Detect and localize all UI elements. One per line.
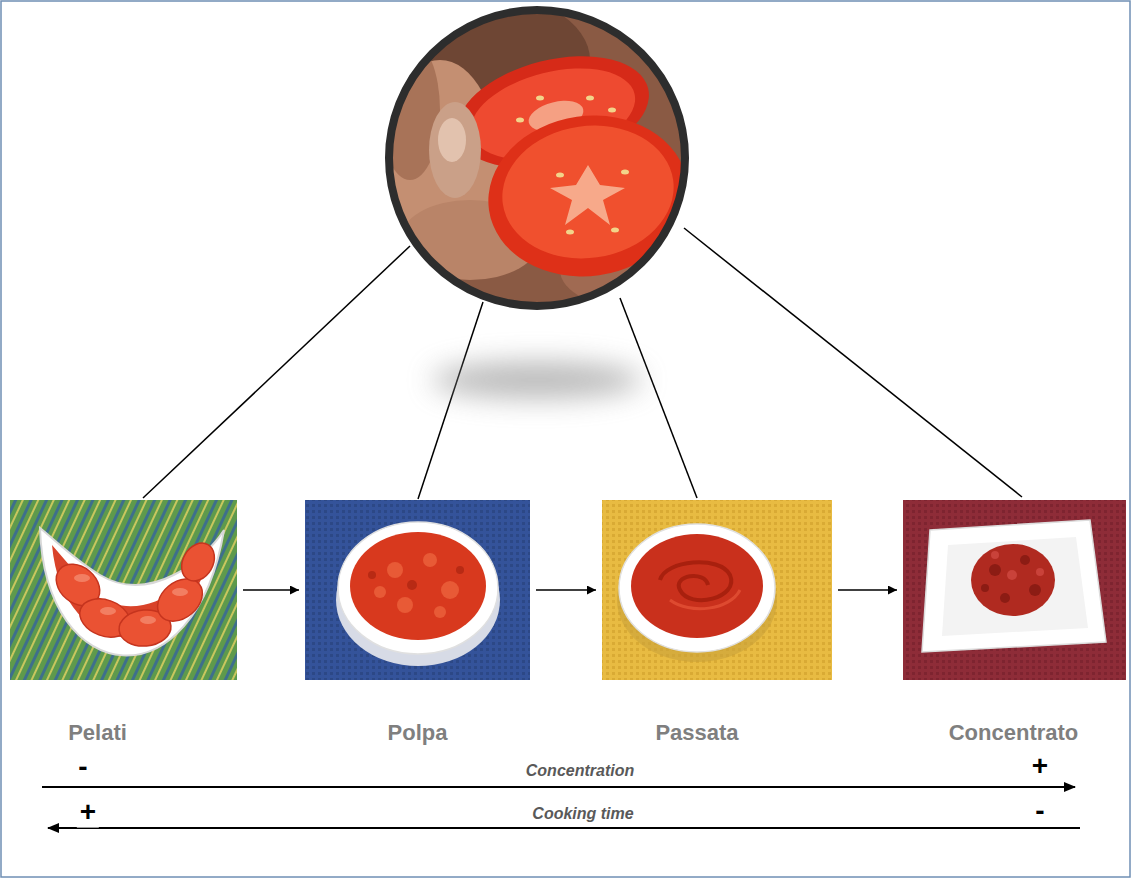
pelati-photo	[40, 528, 224, 655]
polpa-photo	[338, 522, 498, 654]
polpa-photo	[423, 553, 437, 567]
concentrato-photo	[971, 544, 1055, 616]
tomato-photo	[516, 96, 629, 235]
leader-lines	[684, 228, 1022, 497]
pelati-photo	[140, 616, 156, 624]
process-arrow	[243, 589, 299, 590]
concentration-axis	[42, 786, 1075, 788]
concentrato-photo	[991, 551, 1044, 580]
passata-photo	[602, 500, 832, 680]
polpa-photo	[368, 571, 376, 579]
tomato-photo	[556, 173, 564, 178]
tomato-photo	[438, 118, 466, 162]
pelati-photo	[10, 500, 237, 680]
process-arrow	[838, 589, 897, 590]
tomato-photo	[536, 96, 544, 101]
pelati-photo	[172, 588, 188, 596]
cooking-time-axis	[48, 827, 1080, 829]
scale-sign: +	[77, 797, 99, 828]
pelati-photo	[175, 537, 221, 587]
product-box: Passata	[602, 500, 832, 680]
scale-sign: +	[1029, 751, 1051, 782]
polpa-photo	[434, 606, 446, 618]
polpa-photo	[456, 566, 464, 574]
concentrato-photo	[942, 537, 1088, 636]
concentrato-photo	[981, 555, 1041, 603]
polpa-photo	[397, 597, 413, 613]
tomato-photo	[611, 228, 619, 233]
pelati-photo	[48, 537, 221, 648]
tomato-photo	[429, 102, 481, 198]
concentrato-photo	[1007, 570, 1017, 580]
polpa-photo	[350, 532, 486, 640]
concentrato-photo	[903, 500, 1126, 680]
concentrato-photo	[989, 564, 1001, 576]
concentrato-photo	[981, 584, 989, 592]
product-box: Concentrato	[903, 500, 1126, 680]
axis-label: Concentration	[523, 762, 637, 780]
scale-sign: -	[1032, 796, 1047, 827]
product-name: Passata	[582, 720, 812, 746]
concentrato-photo	[922, 520, 1106, 652]
pelati-photo	[74, 574, 90, 582]
tomato-photo	[586, 96, 594, 101]
product-name: Polpa	[305, 720, 530, 746]
passata-photo	[602, 500, 832, 680]
passata-photo	[660, 562, 731, 600]
polpa-photo	[305, 500, 530, 680]
polpa-photo	[374, 553, 459, 618]
passata-photo	[619, 524, 775, 652]
pelati-photo	[74, 574, 188, 624]
product-name: Pelati	[0, 720, 211, 746]
product-box: Pelati	[10, 500, 237, 680]
pelati-photo	[10, 500, 237, 680]
concentrato-photo	[1000, 593, 1010, 603]
axis-label: Cooking time	[529, 805, 636, 823]
product-box: Polpa	[305, 500, 530, 680]
photo-circle	[389, 10, 685, 306]
concentrato-photo	[903, 500, 1126, 680]
concentrato-photo	[991, 551, 999, 559]
leader-lines	[620, 298, 697, 498]
product-name: Concentrato	[902, 720, 1125, 746]
pelati-photo	[100, 607, 116, 615]
scale-sign: -	[75, 752, 90, 783]
tomato-photo	[550, 165, 625, 225]
tomato-photo	[621, 170, 629, 175]
passata-photo	[631, 534, 763, 638]
polpa-photo	[305, 500, 530, 680]
polpa-photo	[368, 566, 464, 590]
polpa-photo	[387, 562, 403, 578]
process-arrow	[536, 589, 596, 590]
concentrato-photo	[1029, 584, 1041, 596]
passata-photo	[670, 590, 740, 609]
tomato-photo	[566, 230, 574, 235]
polpa-photo	[441, 581, 459, 599]
concentrato-photo	[1036, 568, 1044, 576]
tomato-photo	[350, 0, 720, 315]
leader-lines	[418, 302, 483, 499]
leader-lines	[143, 246, 410, 498]
tomato-photo	[478, 103, 698, 289]
tomato-photo	[608, 108, 616, 113]
tomato-photo	[516, 118, 524, 123]
drop-shadow	[432, 362, 642, 398]
polpa-photo	[407, 580, 417, 590]
polpa-photo	[374, 586, 386, 598]
concentrato-photo	[1020, 555, 1030, 565]
